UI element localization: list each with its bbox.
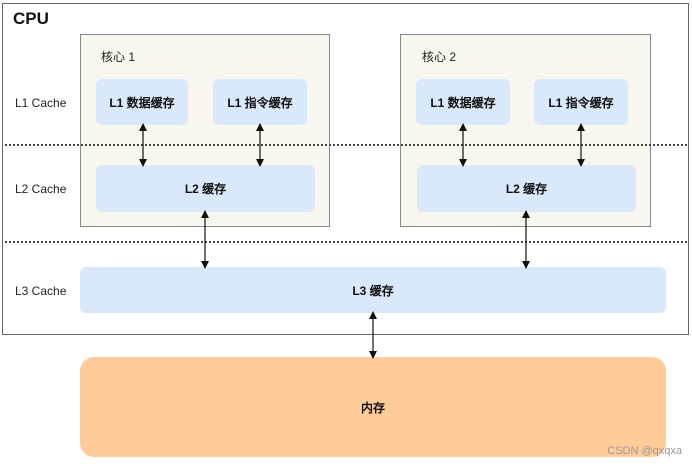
- watermark: CSDN @qxqxa: [607, 445, 682, 457]
- main-memory: 内存: [80, 357, 666, 457]
- level-label-l2: L2 Cache: [15, 182, 67, 196]
- separator-l1-l2: [5, 144, 687, 146]
- core-2-l2-cache: L2 缓存: [417, 165, 636, 212]
- core-2-l1-data-cache: L1 数据缓存: [416, 79, 510, 125]
- core-1-label: 核心 1: [101, 50, 136, 64]
- separator-l2-l3: [5, 241, 687, 243]
- l3-cache: L3 缓存: [80, 267, 666, 313]
- core-1-l2-cache: L2 缓存: [96, 165, 315, 212]
- level-label-l1: L1 Cache: [15, 96, 67, 110]
- core-1-l1-instruction-cache: L1 指令缓存: [213, 79, 307, 125]
- core-1-l1-data-cache: L1 数据缓存: [96, 79, 188, 125]
- level-label-l3: L3 Cache: [15, 284, 67, 298]
- core-2-label: 核心 2: [422, 50, 457, 64]
- cpu-title: CPU: [13, 9, 49, 28]
- core-2-l1-instruction-cache: L1 指令缓存: [534, 79, 628, 125]
